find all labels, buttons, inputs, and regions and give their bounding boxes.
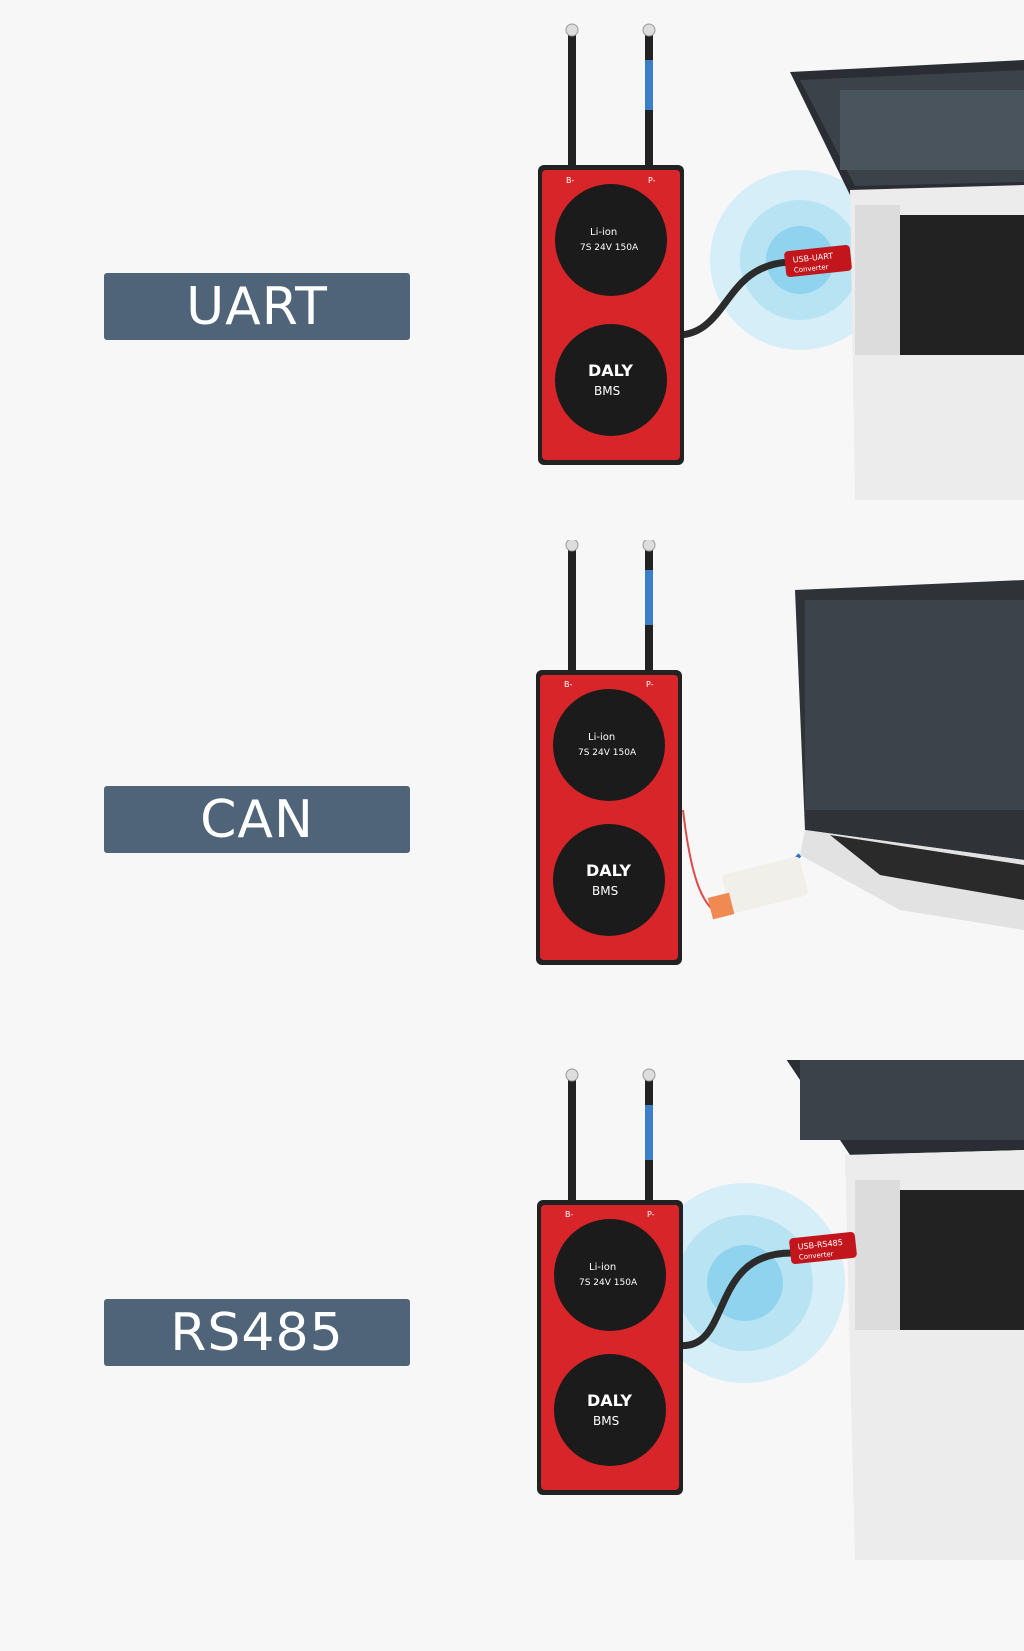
- svg-text:BMS: BMS: [594, 384, 620, 398]
- rs485-illustration: USB-RS485 Converter Li-ion 7S 24V 150A D…: [537, 1060, 1024, 1560]
- svg-text:P-: P-: [646, 680, 654, 689]
- bms-unit-icon: Li-ion 7S 24V 150A DALY BMS B- P-: [536, 670, 682, 965]
- bms-leads: [565, 23, 656, 175]
- uart-section: UART USB-UART Converter: [0, 0, 1024, 500]
- svg-text:BMS: BMS: [592, 884, 618, 898]
- svg-text:USB-UART: USB-UART: [792, 251, 833, 264]
- uart-illustration: USB-UART Converter Li-ion 7S 24V 150A DA…: [538, 23, 1024, 500]
- svg-text:DALY: DALY: [587, 1391, 632, 1410]
- svg-text:7S 24V 150A: 7S 24V 150A: [580, 243, 639, 253]
- uart-label: UART: [104, 273, 410, 340]
- svg-text:Converter: Converter: [793, 263, 829, 275]
- svg-text:Li-ion: Li-ion: [589, 1262, 616, 1273]
- svg-text:B-: B-: [564, 680, 572, 689]
- svg-text:DALY: DALY: [588, 361, 633, 380]
- svg-text:7S 24V 150A: 7S 24V 150A: [578, 748, 637, 758]
- signal-waves-icon: [645, 1183, 845, 1383]
- svg-text:Li-ion: Li-ion: [590, 227, 617, 238]
- svg-text:P-: P-: [648, 176, 656, 185]
- svg-text:7S 24V 150A: 7S 24V 150A: [579, 1278, 638, 1288]
- usb-rs485-converter: USB-RS485 Converter: [789, 1232, 857, 1264]
- svg-text:Li-ion: Li-ion: [588, 732, 615, 743]
- bms-leads: [565, 540, 656, 685]
- bms-unit-icon: Li-ion 7S 24V 150A DALY BMS B- P-: [537, 1200, 683, 1495]
- rs485-section: RS485 USB-RS485 Converter: [0, 1060, 1024, 1560]
- svg-text:P-: P-: [647, 1210, 655, 1219]
- rs485-label: RS485: [104, 1299, 410, 1366]
- can-illustration: Li-ion 7S 24V 150A DALY BMS B- P-: [536, 540, 1024, 965]
- svg-text:B-: B-: [566, 176, 574, 185]
- bms-leads: [565, 1068, 656, 1210]
- bms-unit-icon: Li-ion 7S 24V 150A DALY BMS B- P-: [538, 165, 684, 465]
- can-adapter-icon: [707, 856, 808, 920]
- svg-text:DALY: DALY: [586, 861, 631, 880]
- can-label: CAN: [104, 786, 410, 853]
- can-section: CAN Li-ion: [0, 540, 1024, 1040]
- usb-uart-converter: USB-UART Converter: [784, 245, 852, 277]
- svg-text:BMS: BMS: [593, 1414, 619, 1428]
- laptop-icon: [786, 1060, 1024, 1560]
- laptop-icon: [795, 580, 1024, 930]
- svg-text:Converter: Converter: [798, 1250, 834, 1262]
- svg-text:B-: B-: [565, 1210, 573, 1219]
- laptop-icon: [790, 60, 1024, 500]
